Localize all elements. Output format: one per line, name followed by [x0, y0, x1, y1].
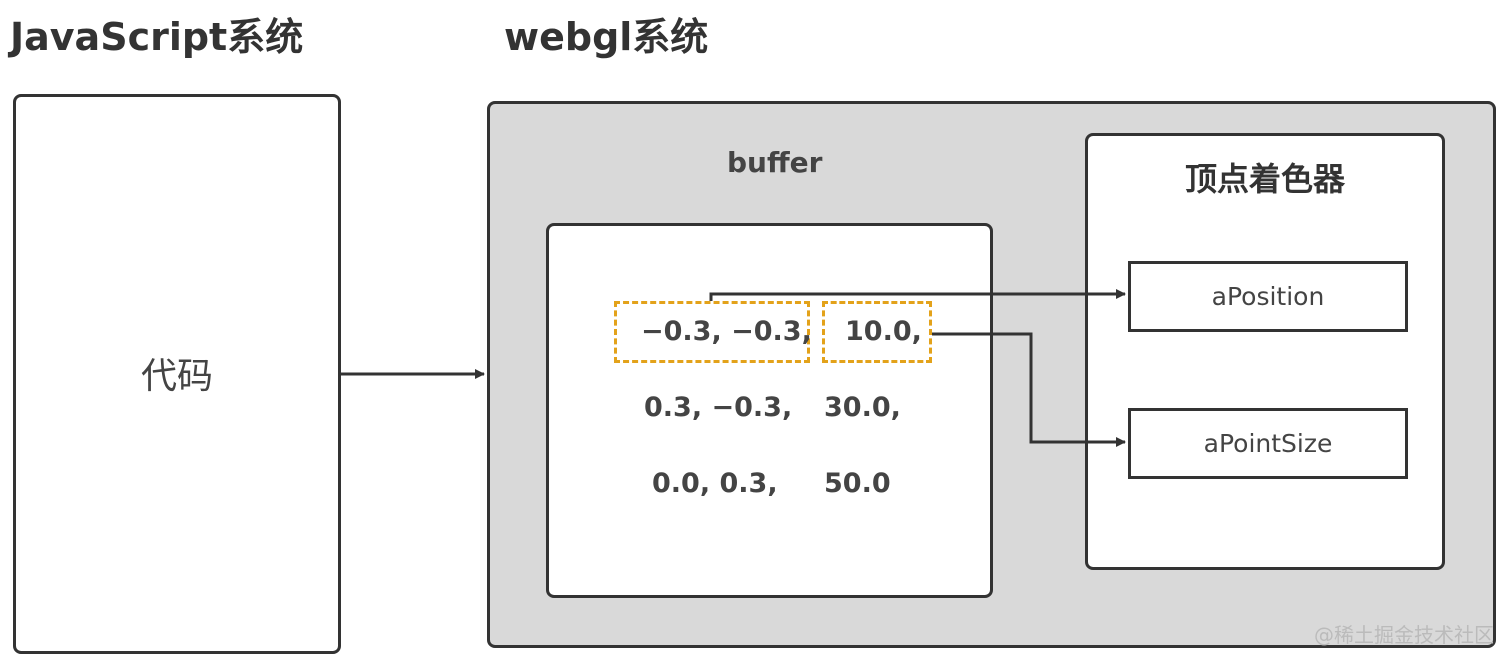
attribute-a-position: aPosition: [1128, 261, 1408, 332]
code-label: 代码: [140, 356, 213, 397]
vertex-shader-title: 顶点着色器: [1184, 160, 1345, 198]
buffer-row-2-position: 0.0, 0.3,: [652, 468, 778, 499]
buffer-box: [546, 223, 993, 598]
buffer-row-0-position: −0.3, −0.3,: [641, 316, 812, 347]
buffer-row-0-point-size: 10.0,: [845, 316, 922, 347]
javascript-code-box: 代码: [13, 94, 341, 654]
watermark: @稀土掘金技术社区: [1314, 623, 1494, 647]
javascript-system-title: JavaScript系统: [10, 15, 304, 59]
buffer-title: buffer: [727, 146, 823, 179]
point-size-highlight: [822, 301, 932, 363]
position-highlight: [614, 301, 810, 363]
buffer-row-2-point-size: 50.0: [824, 468, 891, 499]
buffer-row-1-position: 0.3, −0.3,: [644, 392, 793, 423]
webgl-system-title: webgl系统: [504, 15, 709, 59]
vertex-shader-box: [1085, 133, 1445, 570]
buffer-row-1-point-size: 30.0,: [824, 392, 901, 423]
attribute-a-point-size: aPointSize: [1128, 408, 1408, 479]
